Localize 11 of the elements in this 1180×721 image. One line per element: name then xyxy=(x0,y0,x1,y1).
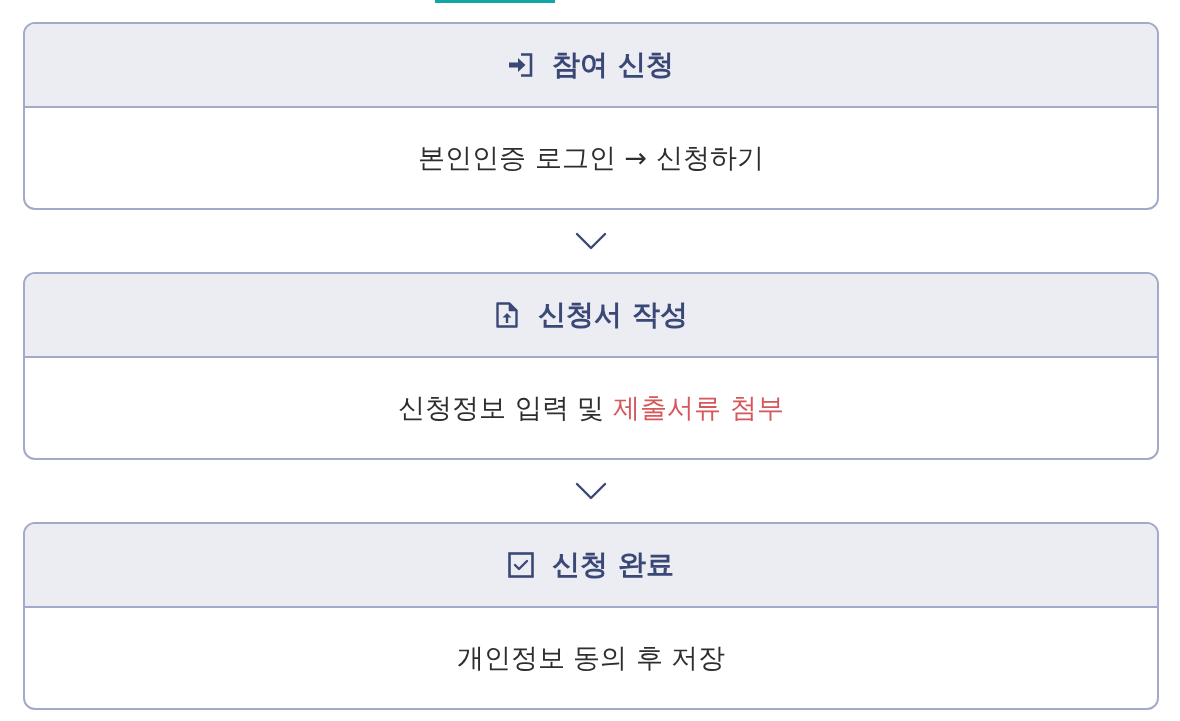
step-description: 본인인증 로그인 → 신청하기 xyxy=(418,141,764,175)
step-description: 신청정보 입력 및 제출서류 첨부 xyxy=(398,391,784,425)
step-card xyxy=(23,272,1159,460)
chevron-arrow xyxy=(575,482,607,500)
step-title: 참여 신청 xyxy=(552,47,674,83)
chevron-arrow xyxy=(575,232,607,250)
step-card xyxy=(23,522,1159,710)
step-card xyxy=(23,22,1159,210)
step-title: 신청서 작성 xyxy=(538,297,688,333)
step-title: 신청 완료 xyxy=(552,547,674,583)
step-description: 개인정보 동의 후 저장 xyxy=(456,641,726,675)
